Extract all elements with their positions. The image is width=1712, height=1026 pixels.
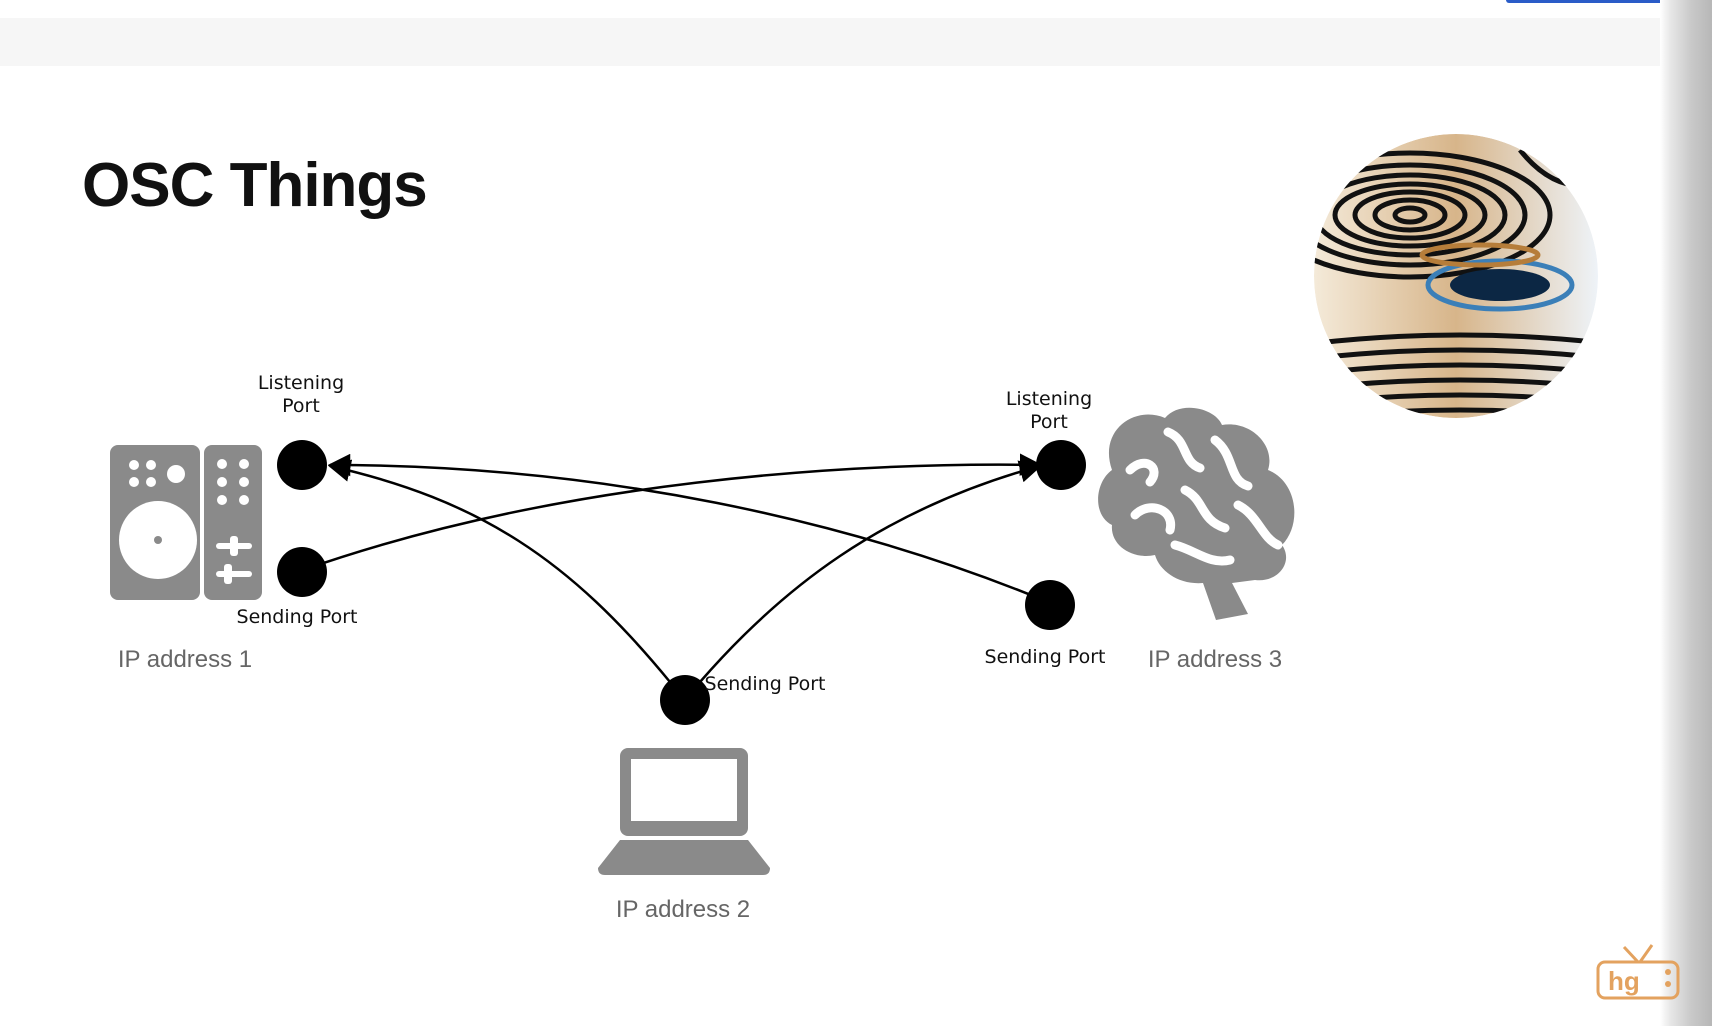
ip-address-label-3: IP address 3	[1147, 646, 1283, 673]
hg-tv-logo: hg	[1596, 944, 1680, 1000]
arrow-send1-to-listen3	[302, 453, 1043, 572]
moire-artwork-image	[1314, 134, 1598, 418]
listening-port-1	[277, 440, 327, 490]
mixer-icon	[110, 445, 262, 600]
listening-port-label-1: Listening Port	[257, 372, 345, 417]
right-edge-shadow	[1660, 0, 1712, 1026]
sending-port-3	[1025, 580, 1075, 630]
laptop-icon	[598, 748, 770, 875]
brain-icon	[1098, 407, 1295, 620]
ip-address-label-1: IP address 1	[117, 646, 253, 673]
sending-port-label-2: Sending Port	[704, 673, 826, 695]
toolbar-band	[0, 18, 1712, 66]
ip-address-label-2: IP address 2	[615, 896, 751, 923]
listening-port-label-3: Listening Port	[1005, 388, 1093, 433]
sending-port-label-1: Sending Port	[236, 606, 358, 628]
top-accent-bar	[1506, 0, 1672, 3]
sending-port-2	[660, 675, 710, 725]
svg-text:hg: hg	[1608, 966, 1640, 996]
arrow-send2-to-listen1	[327, 459, 671, 683]
arrow-send3-to-listen1	[327, 453, 1049, 604]
arrow-send2-to-listen3	[699, 460, 1043, 683]
top-bar	[0, 0, 1712, 18]
sending-port-label-3: Sending Port	[984, 646, 1106, 668]
sending-port-1	[277, 547, 327, 597]
slide-title: OSC Things	[82, 151, 428, 220]
listening-port-3	[1036, 440, 1086, 490]
